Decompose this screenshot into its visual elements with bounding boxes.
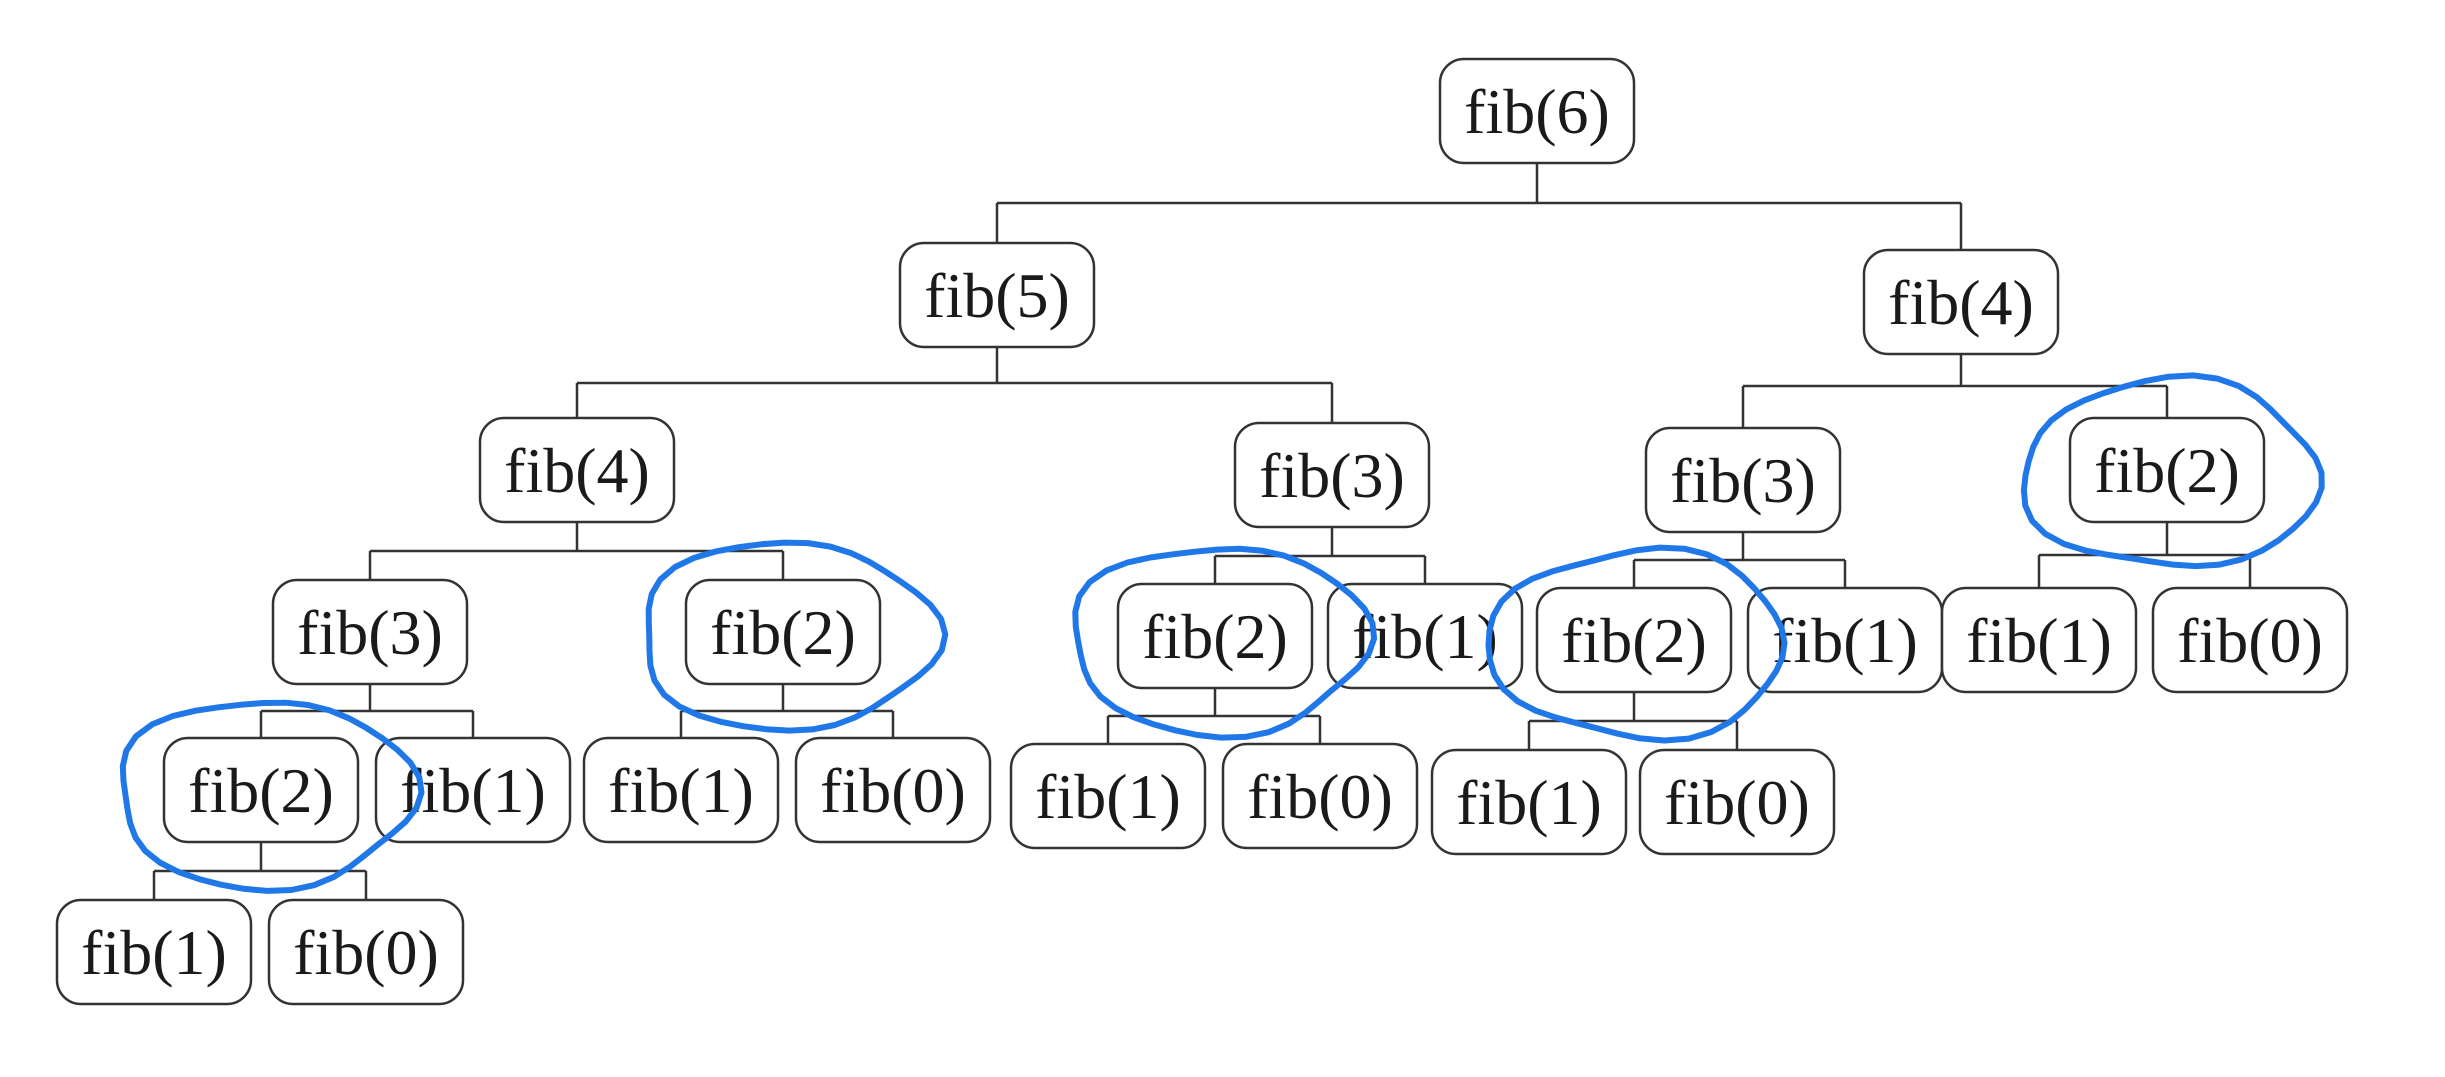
edges-layer: [152, 163, 2252, 900]
node-label: fib(1): [608, 755, 754, 826]
node-box: [1009, 742, 1207, 850]
node-box: [2151, 586, 2349, 694]
connector-n5: [1632, 532, 1847, 588]
tree-node-n3: fib(4): [478, 416, 676, 524]
node-box: [898, 241, 1096, 349]
connector-n4: [1213, 527, 1427, 584]
node-label: fib(1): [1456, 767, 1602, 838]
node-label: fib(3): [1670, 445, 1816, 516]
connector-n2: [1741, 354, 2169, 428]
tree-node-n11: fib(2): [1535, 586, 1733, 694]
tree-node-n17: fib(1): [582, 736, 780, 844]
node-box: [1438, 57, 1636, 165]
tree-node-n20: fib(0): [1221, 742, 1419, 850]
node-box: [1221, 742, 1419, 850]
node-label: fib(2): [1561, 605, 1707, 676]
node-box: [1430, 748, 1628, 856]
node-label: fib(0): [2177, 605, 2323, 676]
circle-annotation-n6: [2020, 372, 2325, 570]
tree-node-n16: fib(1): [374, 736, 572, 844]
node-box: [1638, 748, 1836, 856]
connector-n3: [368, 522, 785, 580]
node-label: fib(4): [504, 435, 650, 506]
circle-annotation-n11: [1485, 544, 1788, 744]
node-label: fib(3): [297, 597, 443, 668]
node-box: [1233, 421, 1431, 529]
node-label: fib(5): [924, 260, 1070, 331]
node-box: [162, 736, 360, 844]
node-box: [55, 898, 253, 1006]
tree-node-n19: fib(1): [1009, 742, 1207, 850]
node-box: [2068, 416, 2266, 524]
node-box: [1862, 248, 2060, 356]
tree-node-n14: fib(0): [2151, 586, 2349, 694]
node-label: fib(2): [1142, 601, 1288, 672]
tree-node-n8: fib(2): [684, 578, 882, 686]
node-label: fib(1): [1035, 761, 1181, 832]
node-label: fib(1): [1772, 605, 1918, 676]
node-label: fib(2): [2094, 435, 2240, 506]
node-label: fib(0): [1247, 761, 1393, 832]
node-label: fib(1): [81, 917, 227, 988]
tree-node-n22: fib(0): [1638, 748, 1836, 856]
connector-n11: [1527, 692, 1739, 750]
node-box: [1326, 582, 1524, 690]
node-box: [1116, 582, 1314, 690]
node-label: fib(6): [1464, 76, 1610, 147]
tree-node-n5: fib(3): [1644, 426, 1842, 534]
tree-node-n24: fib(0): [267, 898, 465, 1006]
node-label: fib(1): [1966, 605, 2112, 676]
tree-node-n6: fib(2): [2068, 416, 2266, 524]
node-label: fib(2): [710, 597, 856, 668]
circle-annotation-n9: [1072, 545, 1378, 741]
node-box: [267, 898, 465, 1006]
connector-n15: [152, 842, 368, 900]
node-box: [684, 578, 882, 686]
tree-node-n2: fib(4): [1862, 248, 2060, 356]
tree-node-n21: fib(1): [1430, 748, 1628, 856]
node-box: [794, 736, 992, 844]
node-label: fib(0): [293, 917, 439, 988]
tree-node-n18: fib(0): [794, 736, 992, 844]
circle-annotation-n15: [119, 699, 425, 894]
tree-node-n13: fib(1): [1940, 586, 2138, 694]
tree-node-n1: fib(5): [898, 241, 1096, 349]
node-label: fib(2): [188, 755, 334, 826]
node-box: [271, 578, 469, 686]
annotation-layer: [119, 372, 2325, 894]
node-label: fib(0): [820, 755, 966, 826]
node-box: [582, 736, 780, 844]
tree-node-n0: fib(6): [1438, 57, 1636, 165]
tree-node-n7: fib(3): [271, 578, 469, 686]
connector-n0: [995, 163, 1963, 250]
circle-annotation-n8: [645, 539, 949, 734]
connector-n6: [2037, 522, 2252, 588]
connector-n9: [1106, 688, 1322, 744]
tree-node-n12: fib(1): [1746, 586, 1944, 694]
connector-n7: [259, 684, 475, 738]
tree-node-n9: fib(2): [1116, 582, 1314, 690]
node-box: [1644, 426, 1842, 534]
tree-node-n15: fib(2): [162, 736, 360, 844]
connector-n8: [679, 684, 895, 738]
node-box: [1940, 586, 2138, 694]
node-label: fib(4): [1888, 267, 2034, 338]
nodes-layer: fib(6) fib(5) fib(4) fib(4) fib(3) fib(3) fib(…: [55, 57, 2349, 1006]
node-label: fib(1): [400, 755, 546, 826]
connector-n1: [575, 347, 1334, 423]
node-box: [374, 736, 572, 844]
node-box: [1535, 586, 1733, 694]
tree-node-n23: fib(1): [55, 898, 253, 1006]
node-label: fib(0): [1664, 767, 1810, 838]
tree-node-n4: fib(3): [1233, 421, 1431, 529]
node-box: [478, 416, 676, 524]
node-label: fib(3): [1259, 440, 1405, 511]
